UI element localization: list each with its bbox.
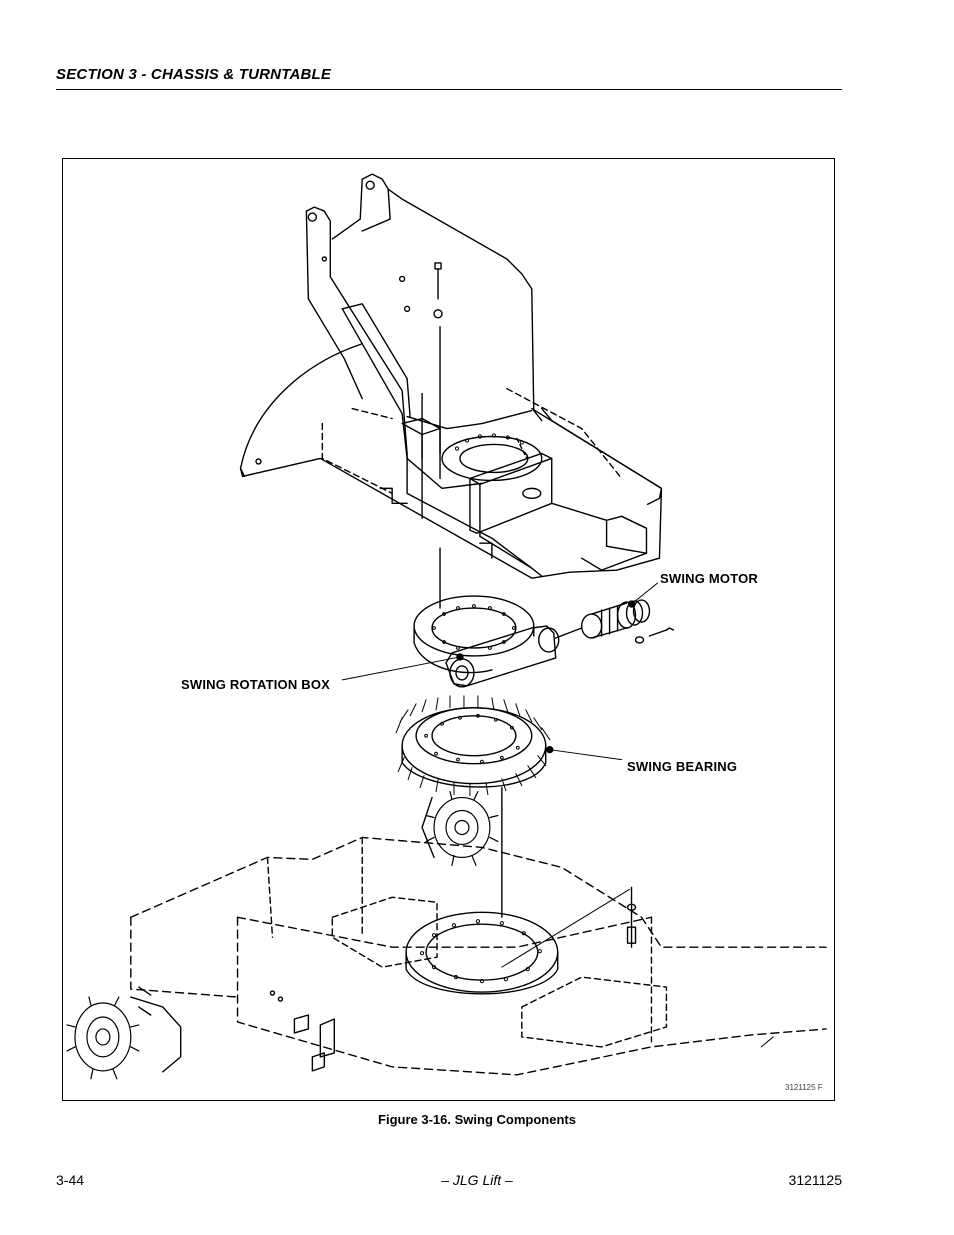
turntable-drawing	[239, 173, 663, 579]
drawing-number: 3121125 F	[785, 1083, 823, 1092]
header-divider	[56, 89, 842, 90]
figure-caption: Figure 3-16. Swing Components	[378, 1112, 576, 1127]
chassis-drawing	[66, 790, 827, 1080]
figure-frame: SWING MOTOR SWING ROTATION BOX SWING BEA…	[62, 158, 835, 1101]
swing-components-illustration	[66, 173, 827, 1080]
document-number: 3121125	[788, 1172, 842, 1188]
callout-swing-motor: SWING MOTOR	[660, 571, 759, 586]
swing-bearing-drawing	[395, 695, 551, 918]
callout-swing-bearing: SWING BEARING	[627, 759, 738, 774]
swing-rotation-box-drawing	[341, 547, 675, 761]
page-number: 3-44	[56, 1172, 85, 1188]
callout-swing-rotation-box: SWING ROTATION BOX	[181, 677, 330, 692]
section-title: SECTION 3 - CHASSIS & TURNTABLE	[56, 66, 332, 83]
footer-brand: – JLG Lift –	[441, 1172, 513, 1188]
